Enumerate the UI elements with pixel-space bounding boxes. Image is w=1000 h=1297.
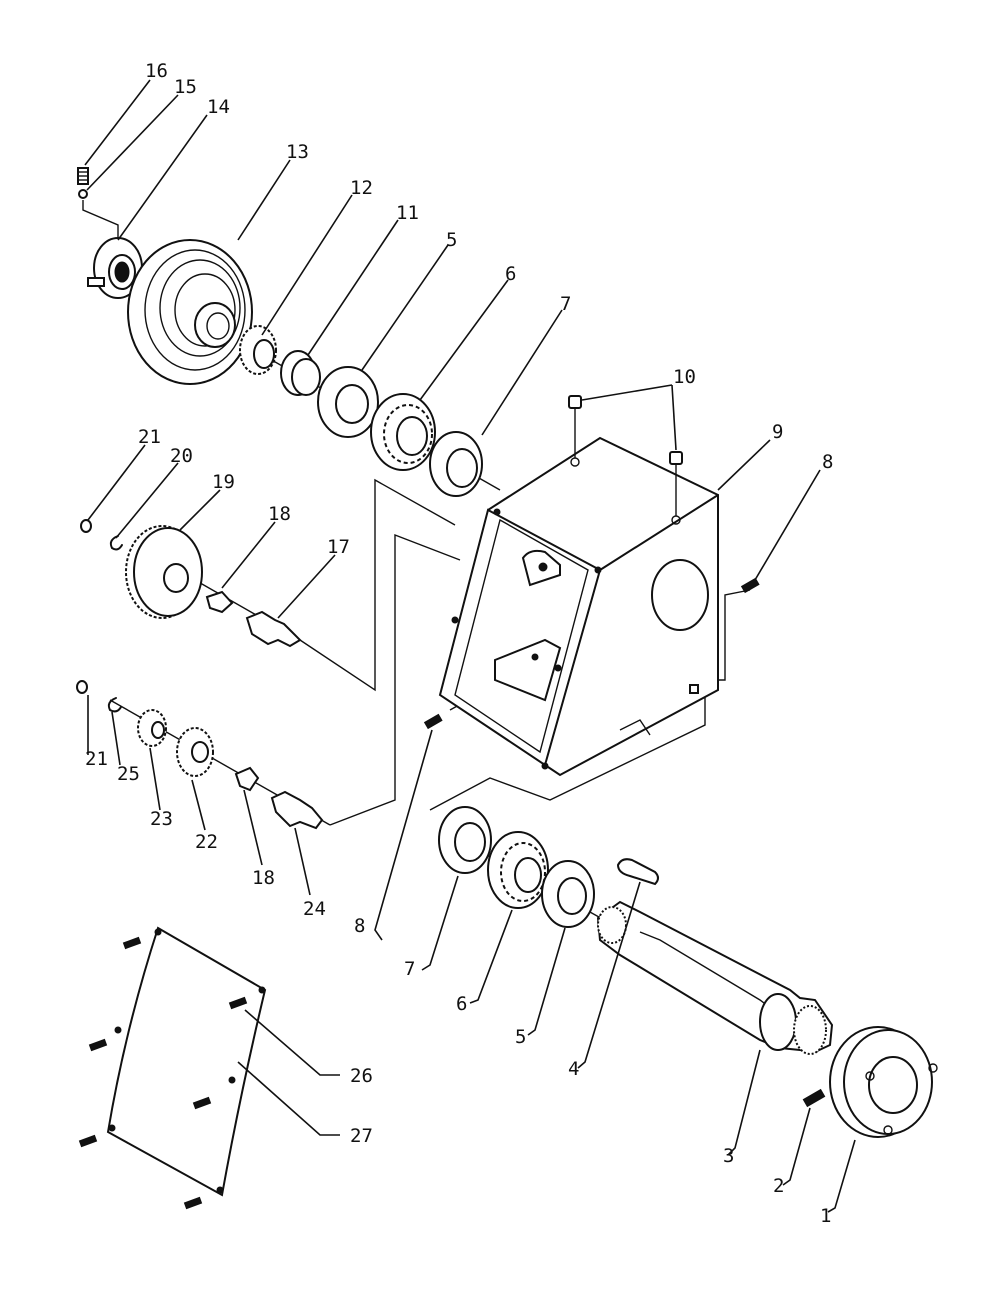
callout-27: 27 — [350, 1125, 373, 1147]
callout-26: 26 — [350, 1065, 373, 1087]
callout-1: 1 — [820, 1205, 831, 1227]
part-8-screw-right — [740, 577, 760, 594]
callout-18-upper: 18 — [268, 503, 291, 525]
callout-6-lower: 6 — [456, 993, 467, 1015]
part-14-collar — [87, 237, 143, 299]
part-17-shaft — [245, 610, 302, 648]
leader-lines — [84, 79, 856, 1213]
part-23-gear — [137, 709, 167, 747]
part-3-spindle — [596, 900, 834, 1055]
callout-21-lower: 21 — [85, 748, 108, 770]
part-5-washer-upper — [317, 366, 379, 438]
part-18-bushing-lower — [234, 766, 260, 792]
callout-7-upper: 7 — [560, 293, 571, 315]
callout-9: 9 — [772, 421, 783, 443]
part-10-plug-left — [568, 395, 582, 458]
callout-5-lower: 5 — [515, 1026, 526, 1048]
part-16-set-screw — [77, 167, 89, 185]
callout-24: 24 — [303, 898, 326, 920]
part-9-headstock-housing — [438, 436, 719, 777]
callout-12: 12 — [350, 177, 373, 199]
callout-8-left: 8 — [354, 915, 365, 937]
callout-labels: 16 15 14 13 12 11 5 6 7 10 9 8 21 20 19 … — [85, 60, 833, 1227]
part-5-washer-lower — [541, 860, 595, 928]
callout-21-upper: 21 — [138, 426, 161, 448]
part-13-pulley — [127, 239, 253, 385]
callout-6-upper: 6 — [505, 263, 516, 285]
part-21-ball-upper — [80, 519, 92, 533]
part-22-gear — [176, 727, 214, 777]
callout-13: 13 — [286, 141, 309, 163]
callout-8-right: 8 — [822, 451, 833, 473]
callout-4: 4 — [568, 1058, 579, 1080]
part-18-bushing-upper — [205, 590, 234, 614]
part-12-gear — [239, 325, 277, 375]
callout-15: 15 — [174, 76, 197, 98]
part-6-bearing-lower — [487, 831, 549, 909]
callout-10: 10 — [673, 366, 696, 388]
part-11-spacer — [280, 350, 321, 396]
part-25-clip — [107, 697, 122, 713]
part-15-ball — [78, 189, 119, 240]
callout-5-upper: 5 — [446, 229, 457, 251]
callout-25: 25 — [117, 763, 140, 785]
part-24-shaft — [270, 790, 324, 830]
callout-7-lower: 7 — [404, 958, 415, 980]
callout-23: 23 — [150, 808, 173, 830]
part-7-cup-upper — [429, 431, 483, 497]
callout-14: 14 — [207, 96, 230, 118]
part-26-screws — [78, 936, 248, 1210]
callout-2: 2 — [773, 1175, 784, 1197]
callout-22: 22 — [195, 831, 218, 853]
callout-20: 20 — [170, 445, 193, 467]
callout-3: 3 — [723, 1145, 734, 1167]
callout-11: 11 — [396, 202, 419, 224]
part-1-flange — [829, 1026, 938, 1138]
part-7-cup-lower — [438, 806, 492, 874]
callout-18-lower: 18 — [252, 867, 275, 889]
callout-16: 16 — [145, 60, 168, 82]
callout-17: 17 — [327, 536, 350, 558]
part-8-screw-left — [423, 713, 443, 730]
part-20-clip — [109, 535, 123, 551]
part-2-screw — [802, 1088, 826, 1108]
part-27-cover-plate — [106, 926, 267, 1197]
part-10-plug-right — [669, 451, 683, 516]
part-19-gear — [125, 525, 203, 619]
callout-19: 19 — [212, 471, 235, 493]
part-21-ball-lower — [76, 680, 88, 694]
part-6-bearing-upper — [370, 393, 436, 471]
part-4-key — [616, 858, 659, 886]
